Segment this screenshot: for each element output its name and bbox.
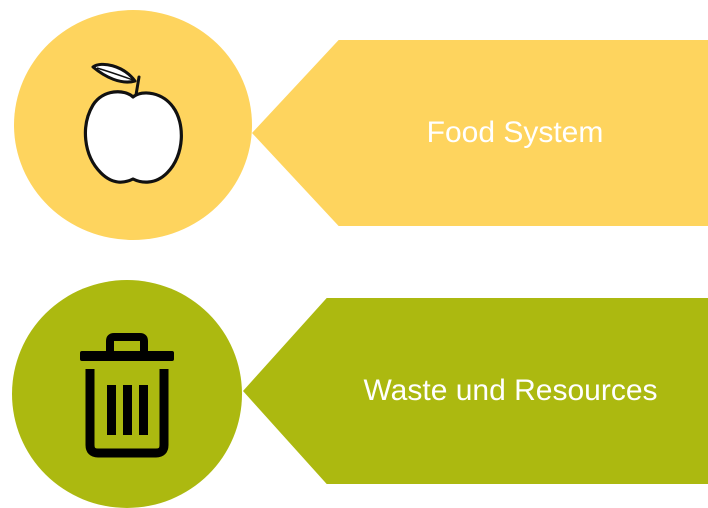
waste-resources-label: Waste und Resources xyxy=(363,374,658,407)
trash-can-icon xyxy=(72,329,182,459)
food-system-label: Food System xyxy=(426,116,604,149)
waste-resources-circle xyxy=(12,280,242,508)
food-system-circle xyxy=(14,10,252,240)
apple-icon xyxy=(73,55,193,195)
food-system-banner: Food System xyxy=(252,40,708,226)
food-system-row: Food System xyxy=(0,0,708,240)
waste-resources-row: Waste und Resources xyxy=(0,270,708,508)
waste-resources-banner: Waste und Resources xyxy=(243,298,708,484)
